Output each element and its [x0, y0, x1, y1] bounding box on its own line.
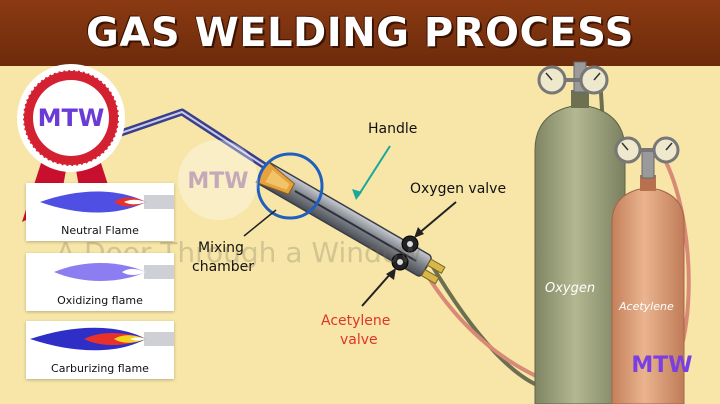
oxidizing-flame-icon — [54, 262, 174, 282]
acetylene-gauge-left — [614, 136, 642, 164]
mixing-chamber-circle — [256, 152, 324, 220]
flame-label-neutral: Neutral Flame — [61, 224, 139, 237]
acetylene-valve-label-2: valve — [340, 332, 378, 348]
flame-card-oxidizing: Oxidizing flame — [26, 253, 174, 311]
flame-label-oxidizing: Oxidizing flame — [57, 294, 143, 307]
corner-logo: MTW — [631, 353, 692, 378]
logo-text: MTW — [38, 104, 105, 132]
oxygen-gauge-right — [579, 65, 609, 95]
neutral-flame-icon — [40, 191, 174, 213]
flame-label-carburizing: Carburizing flame — [51, 362, 149, 375]
center-watermark-logo: MTW — [178, 140, 258, 220]
flame-card-neutral: Neutral Flame — [26, 183, 174, 241]
svg-text:MTW: MTW — [631, 353, 692, 378]
oxygen-valve-arrow — [414, 201, 457, 238]
logo-badge: MTW — [17, 64, 125, 226]
oxygen-valve-knob — [401, 235, 419, 253]
svg-text:MTW: MTW — [187, 169, 248, 194]
acetylene-valve-label-1: Acetylene — [321, 313, 390, 329]
torch-handle — [255, 160, 446, 285]
acetylene-valve-arrow — [361, 268, 396, 307]
handle-label: Handle — [368, 121, 417, 137]
acetylene-cylinder — [611, 148, 685, 404]
oxygen-gauge-left — [537, 65, 567, 95]
title-banner: GAS WELDING PROCESS — [0, 0, 720, 66]
mixing-chamber-label-2: chamber — [192, 259, 254, 275]
page-title: GAS WELDING PROCESS — [86, 10, 634, 56]
carburizing-flame-icon — [30, 327, 174, 351]
handle-arrow — [352, 145, 391, 200]
acetylene-valve-knob — [391, 253, 409, 271]
mixing-chamber-arrow — [243, 209, 277, 237]
oxygen-cylinder-label: Oxygen — [545, 281, 595, 296]
flame-card-carburizing: Carburizing flame — [26, 321, 174, 379]
mixing-chamber-label-1: Mixing — [198, 240, 244, 256]
acetylene-gauge-right — [652, 136, 680, 164]
oxygen-valve-label: Oxygen valve — [410, 181, 506, 197]
acetylene-cylinder-label: Acetylene — [618, 300, 674, 313]
